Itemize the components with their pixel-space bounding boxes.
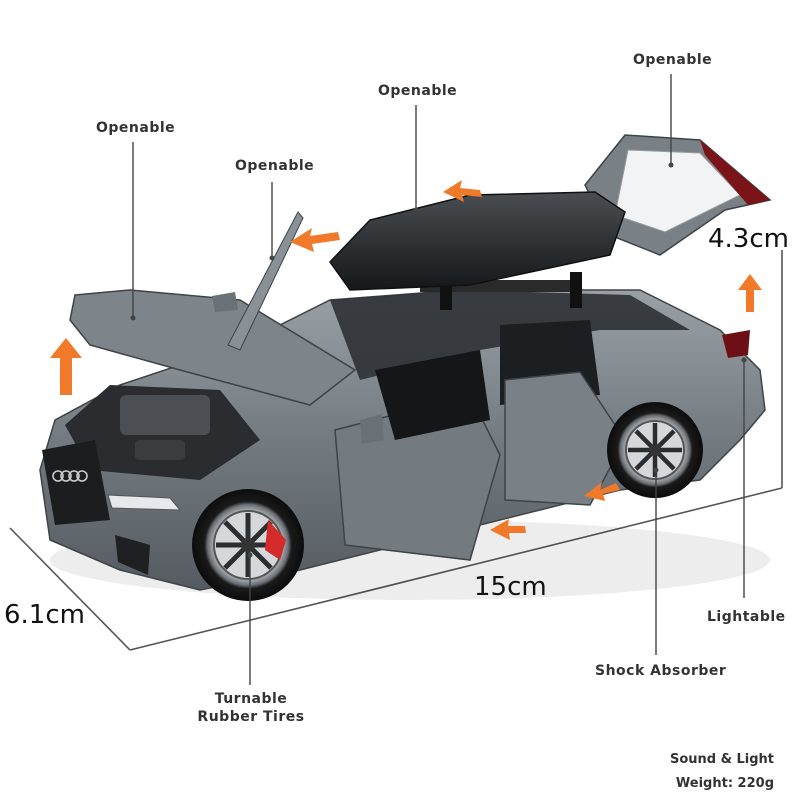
front-grille: [42, 440, 110, 525]
rear-wheel: [607, 402, 703, 498]
arrow-roof-box: [443, 180, 482, 202]
label-turnable-line1: Turnable: [214, 691, 288, 707]
roof-box: [329, 191, 626, 291]
car-model: [39, 134, 772, 601]
label-turnable-line2: Rubber Tires: [197, 709, 305, 725]
callout-lines: [132, 74, 745, 685]
front-wheel: [192, 489, 304, 601]
arrow-rear-door: [584, 482, 620, 501]
dimension-lines: [9, 250, 783, 651]
open-hood: [69, 289, 357, 406]
label-shock-absorber: Shock Absorber: [595, 663, 727, 679]
label-openable-tailgate: Openable: [633, 52, 713, 68]
arrow-up-hood: [50, 338, 82, 395]
arrow-left-door: [290, 228, 340, 252]
rear-door-open: [504, 371, 626, 506]
label-turnable: Turnable Rubber Tires: [196, 690, 306, 726]
arrow-front-door: [490, 519, 526, 540]
dimension-height: 4.3cm: [708, 224, 789, 254]
label-lightable: Lightable: [707, 609, 786, 625]
footer-weight: Weight: 220g: [675, 776, 774, 791]
motion-arrows: [50, 180, 762, 540]
left-door-open: [227, 211, 304, 351]
dimension-width: 6.1cm: [4, 600, 85, 630]
label-openable-hood: Openable: [96, 120, 176, 136]
dimension-length: 15cm: [474, 572, 547, 602]
arrow-up-tailgate: [738, 274, 762, 312]
label-openable-roof-box: Openable: [378, 83, 458, 99]
label-openable-left-door: Openable: [235, 158, 315, 174]
footer-feature: Sound & Light: [669, 752, 774, 767]
